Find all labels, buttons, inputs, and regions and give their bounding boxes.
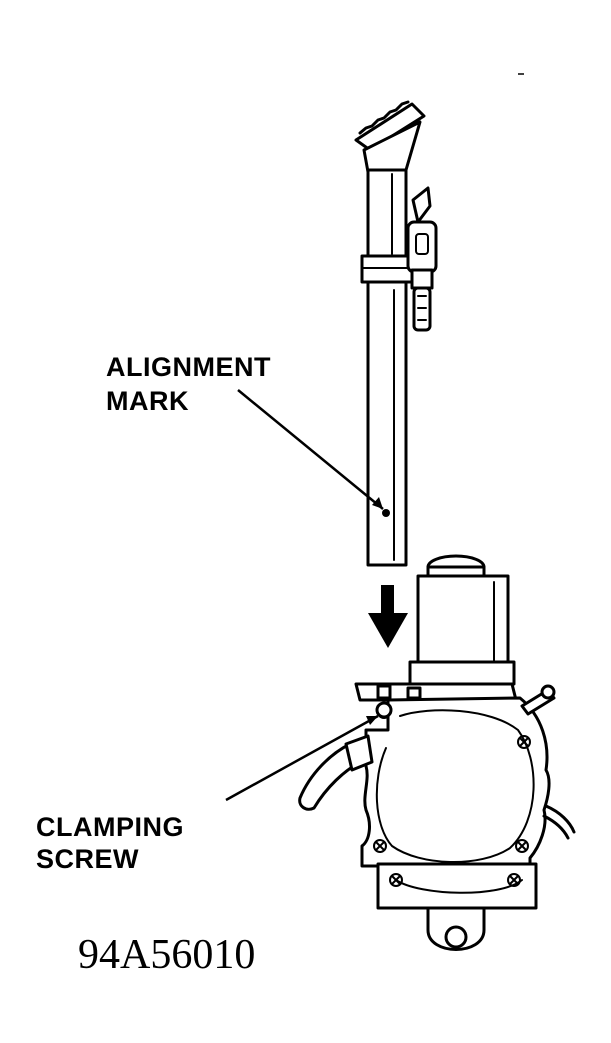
leader-lines <box>225 389 384 802</box>
clamping-screw <box>375 701 393 719</box>
alignment-mark-label-line1: ALIGNMENT <box>106 352 271 382</box>
figure-id: 94A56010 <box>78 932 255 978</box>
clamping-screw-label-line1: CLAMPING <box>36 812 184 842</box>
alignment-mark-label-line2: MARK <box>106 386 189 416</box>
antenna-mast <box>354 100 426 567</box>
clamping-screw-label-line2: SCREW <box>36 844 139 874</box>
alignment-mark-dot <box>382 509 390 517</box>
insertion-arrow <box>368 585 408 648</box>
alignment-mark-leader <box>237 389 384 510</box>
clamping-screw-leader <box>225 714 379 802</box>
mast-side-bracket <box>406 186 438 332</box>
housing-lever <box>298 734 374 811</box>
antenna-motor-housing <box>354 554 576 951</box>
